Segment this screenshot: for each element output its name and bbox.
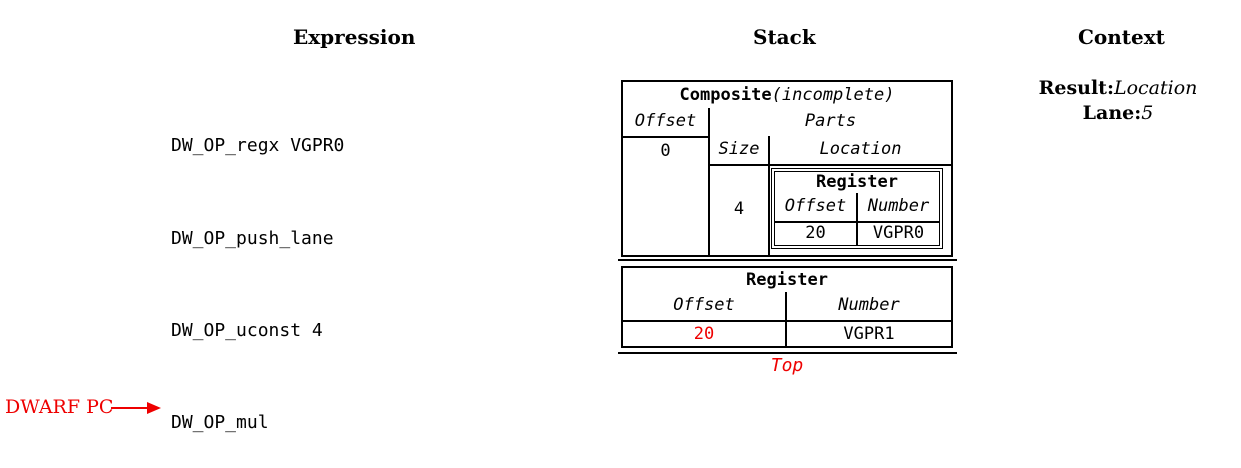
nested-register-title: Register: [816, 172, 898, 192]
composite-qualifier-label: (incomplete): [771, 85, 895, 105]
register-offset-header: Offset: [673, 295, 735, 315]
stack-entry-composite: Composite(incomplete) Offset 0 Parts Siz…: [621, 80, 953, 257]
dwarf-pc-arrow-icon: [147, 402, 161, 414]
composite-offset-value: 0: [660, 141, 671, 161]
part-size-header: Size: [718, 139, 760, 159]
expression-instruction: DW_OP_mul: [171, 411, 269, 433]
stack-top-label: Top: [770, 355, 804, 376]
composite-parts-header: Parts: [804, 111, 857, 131]
lane-label: Lane:: [1082, 102, 1142, 124]
expression-section-title: Expression: [293, 25, 416, 49]
register-number-header: Number: [838, 295, 900, 315]
stack-bottom-separator: [618, 352, 957, 354]
composite-title-row: Composite(incomplete): [623, 82, 951, 108]
nested-register-number-value: VGPR0: [872, 223, 925, 243]
part-location-register-table: Register Offset Number 20 VGPR0: [771, 168, 943, 249]
nested-register-offset-header: Offset: [784, 196, 847, 216]
divider: [768, 136, 770, 255]
register-offset-value: 20: [693, 324, 715, 344]
divider: [708, 108, 710, 255]
stack-entry-separator: [618, 259, 957, 261]
nested-register-offset-value: 20: [805, 223, 826, 243]
expression-instruction: DW_OP_regx VGPR0: [171, 135, 345, 157]
stack-entry-register: Register Offset Number 20 VGPR1: [621, 266, 953, 348]
divider: [623, 320, 951, 322]
composite-offset-header: Offset: [634, 111, 697, 131]
part-location-header: Location: [819, 139, 902, 159]
expression-list: DW_OP_regx VGPR0 DW_OP_push_lane DW_OP_u…: [171, 70, 344, 468]
divider: [856, 193, 858, 245]
part-size-value: 4: [733, 199, 745, 219]
expression-instruction: DW_OP_push_lane: [171, 227, 334, 249]
context-lane-line: Lane:5: [1018, 103, 1218, 124]
result-label: Result:: [1038, 77, 1114, 99]
context-section-title: Context: [1078, 25, 1165, 49]
dwarf-pc-label: DWARF PC: [5, 396, 114, 418]
lane-value: 5: [1141, 102, 1154, 124]
expression-instruction: DW_OP_uconst 4: [171, 319, 323, 341]
context-result-line: Result:Location: [1018, 78, 1218, 99]
stack-section-title: Stack: [753, 25, 816, 49]
dwarf-pc-arrow-line: [111, 407, 148, 409]
divider: [623, 136, 708, 138]
divider: [785, 292, 787, 346]
composite-type-label: Composite: [679, 85, 772, 105]
register-number-value: VGPR1: [843, 324, 895, 344]
result-value: Location: [1113, 77, 1198, 99]
register-title: Register: [746, 270, 828, 290]
divider: [710, 164, 951, 166]
nested-register-number-header: Number: [867, 196, 930, 216]
divider: [775, 221, 939, 223]
